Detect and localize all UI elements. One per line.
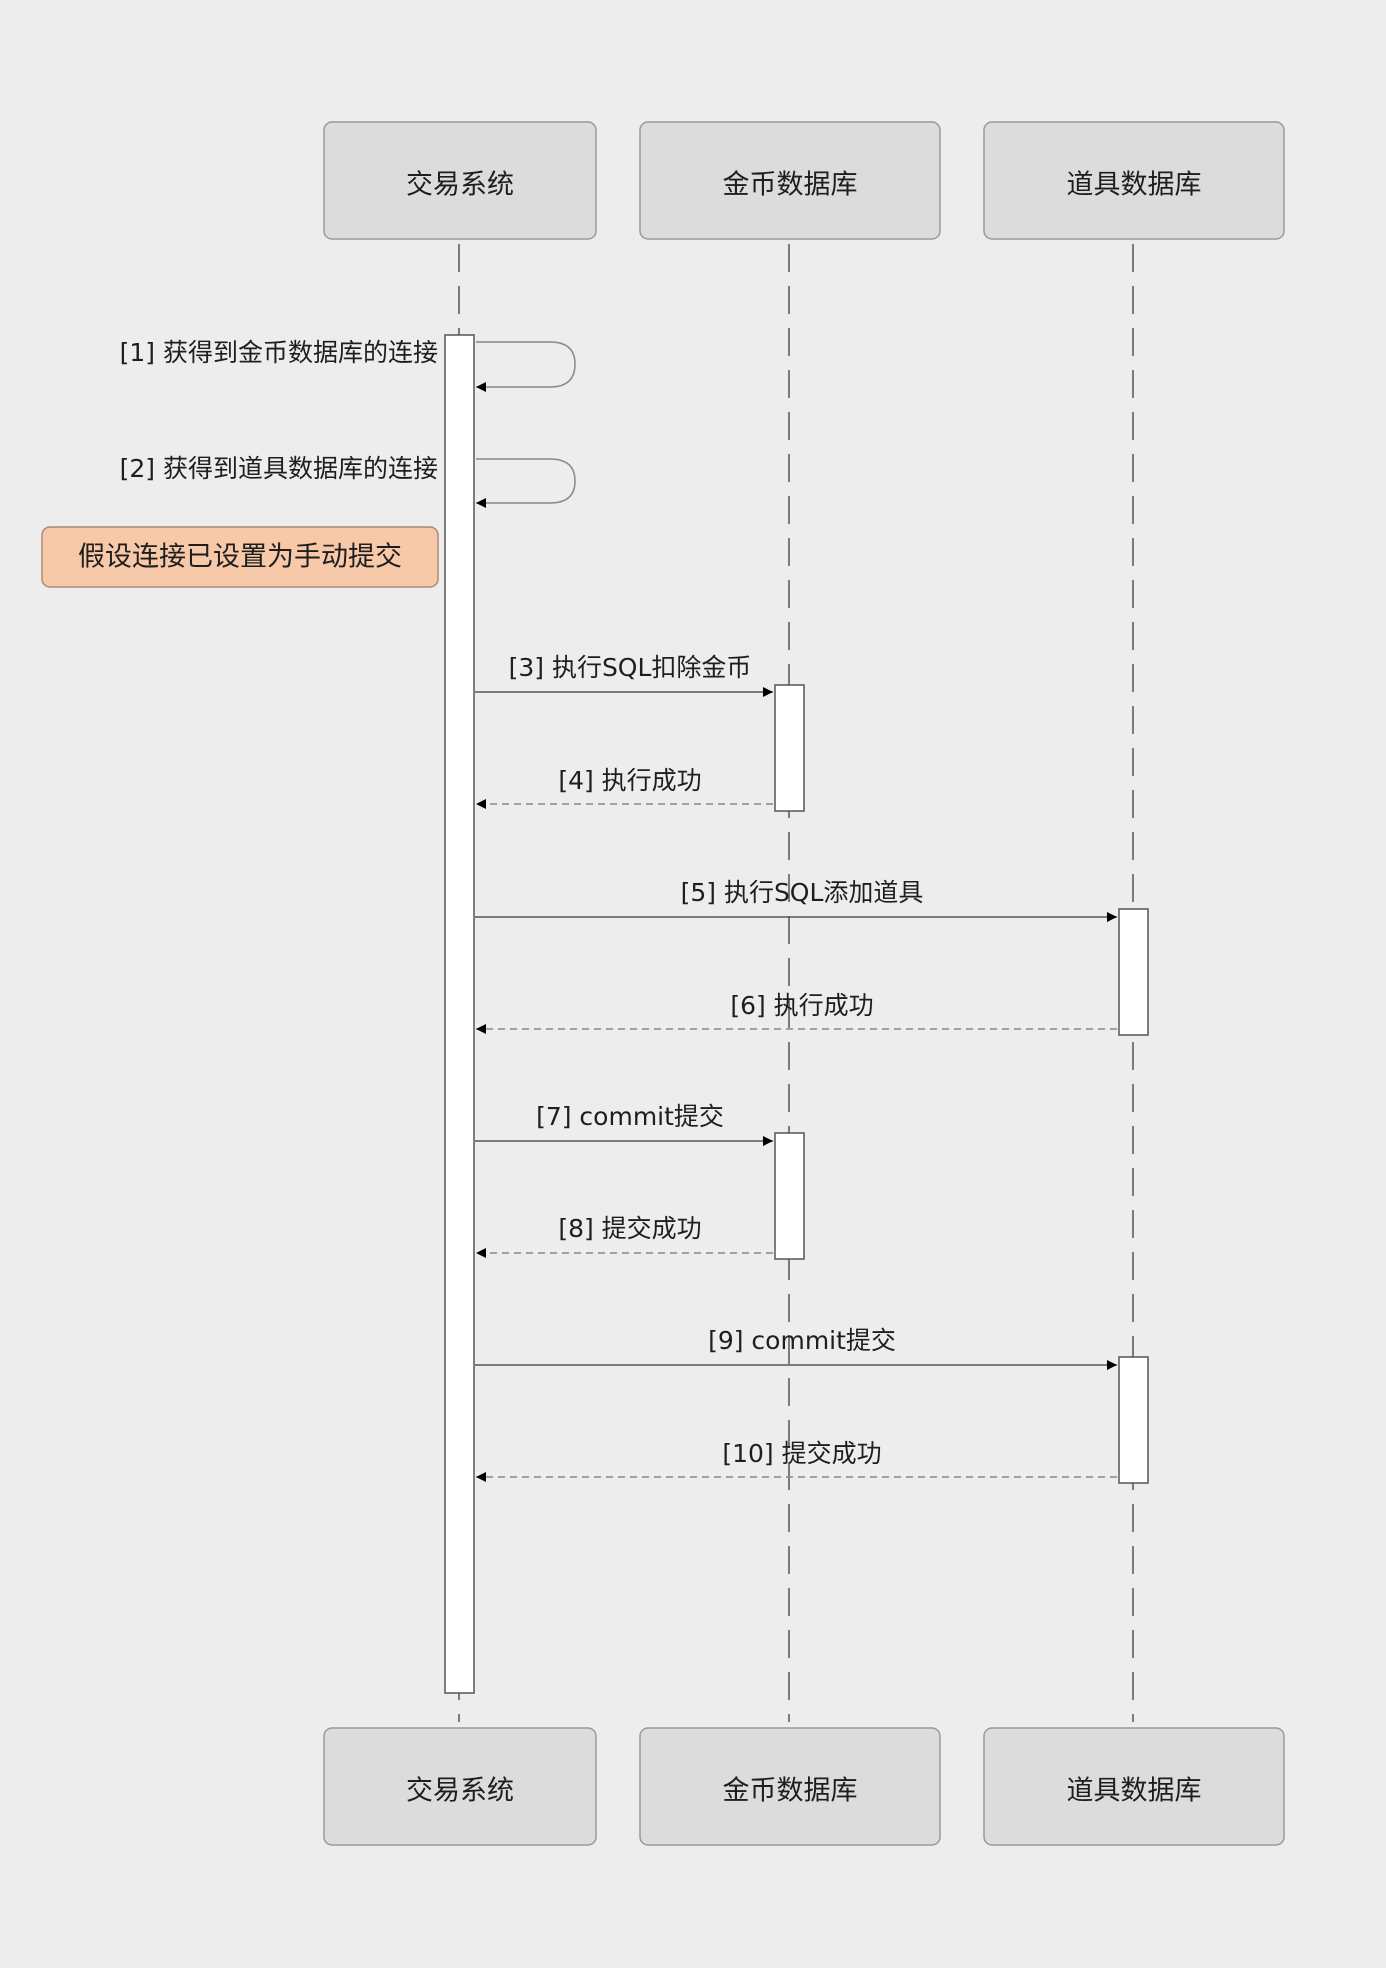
participant-gold-top[interactable]: 金币数据库 bbox=[639, 121, 941, 240]
activation-item-1 bbox=[1118, 908, 1149, 1036]
participant-item-bottom[interactable]: 道具数据库 bbox=[983, 1727, 1285, 1846]
message-label: [6] 执行成功 bbox=[730, 991, 873, 1020]
activation-gold-1 bbox=[774, 684, 805, 812]
note-box bbox=[41, 526, 439, 588]
message-label: [9] commit提交 bbox=[708, 1326, 896, 1355]
self-message-1: [1] 获得到金币数据库的连接 bbox=[120, 338, 576, 392]
message-10: [10] 提交成功 bbox=[476, 1439, 1117, 1482]
participant-label: 金币数据库 bbox=[723, 1776, 858, 1807]
participants-bottom: 交易系统 金币数据库 道具数据库 bbox=[323, 1727, 1285, 1846]
message-5: [5] 执行SQL添加道具 bbox=[475, 878, 1117, 922]
self-arrow-path bbox=[476, 341, 576, 392]
message-label: [5] 执行SQL添加道具 bbox=[681, 878, 924, 907]
message-8: [8] 提交成功 bbox=[476, 1214, 773, 1258]
activation-trade bbox=[444, 334, 475, 1694]
participant-label: 交易系统 bbox=[406, 170, 514, 201]
message-label: [7] commit提交 bbox=[536, 1102, 724, 1131]
message-7: [7] commit提交 bbox=[475, 1102, 773, 1146]
participant-trade-bottom[interactable]: 交易系统 bbox=[323, 1727, 597, 1846]
message-3: [3] 执行SQL扣除金币 bbox=[475, 653, 773, 697]
activation-item-2 bbox=[1118, 1356, 1149, 1484]
note-label: 假设连接已设置为手动提交 bbox=[78, 542, 402, 573]
message-label: [4] 执行成功 bbox=[558, 766, 701, 795]
participant-trade-top[interactable]: 交易系统 bbox=[323, 121, 597, 240]
message-4: [4] 执行成功 bbox=[476, 766, 773, 809]
lifelines bbox=[458, 244, 1134, 1722]
message-label: [3] 执行SQL扣除金币 bbox=[509, 653, 752, 682]
activation-gold-2 bbox=[774, 1132, 805, 1260]
participant-label: 交易系统 bbox=[406, 1776, 514, 1807]
participant-gold-bottom[interactable]: 金币数据库 bbox=[639, 1727, 941, 1846]
message-label: [1] 获得到金币数据库的连接 bbox=[120, 338, 438, 367]
participants-top: 交易系统 金币数据库 道具数据库 bbox=[323, 121, 1285, 240]
participant-label: 道具数据库 bbox=[1067, 170, 1202, 201]
self-message-2: [2] 获得到道具数据库的连接 bbox=[120, 454, 576, 508]
note: 假设连接已设置为手动提交 bbox=[41, 526, 439, 588]
message-label: [8] 提交成功 bbox=[558, 1214, 701, 1243]
participant-item-top[interactable]: 道具数据库 bbox=[983, 121, 1285, 240]
self-arrow-path bbox=[476, 458, 576, 508]
activations bbox=[444, 334, 1149, 1694]
participant-label: 道具数据库 bbox=[1067, 1776, 1202, 1807]
participant-label: 金币数据库 bbox=[723, 170, 858, 201]
message-6: [6] 执行成功 bbox=[476, 991, 1117, 1034]
message-label: [2] 获得到道具数据库的连接 bbox=[120, 454, 438, 483]
message-label: [10] 提交成功 bbox=[722, 1439, 881, 1468]
message-9: [9] commit提交 bbox=[475, 1326, 1117, 1370]
